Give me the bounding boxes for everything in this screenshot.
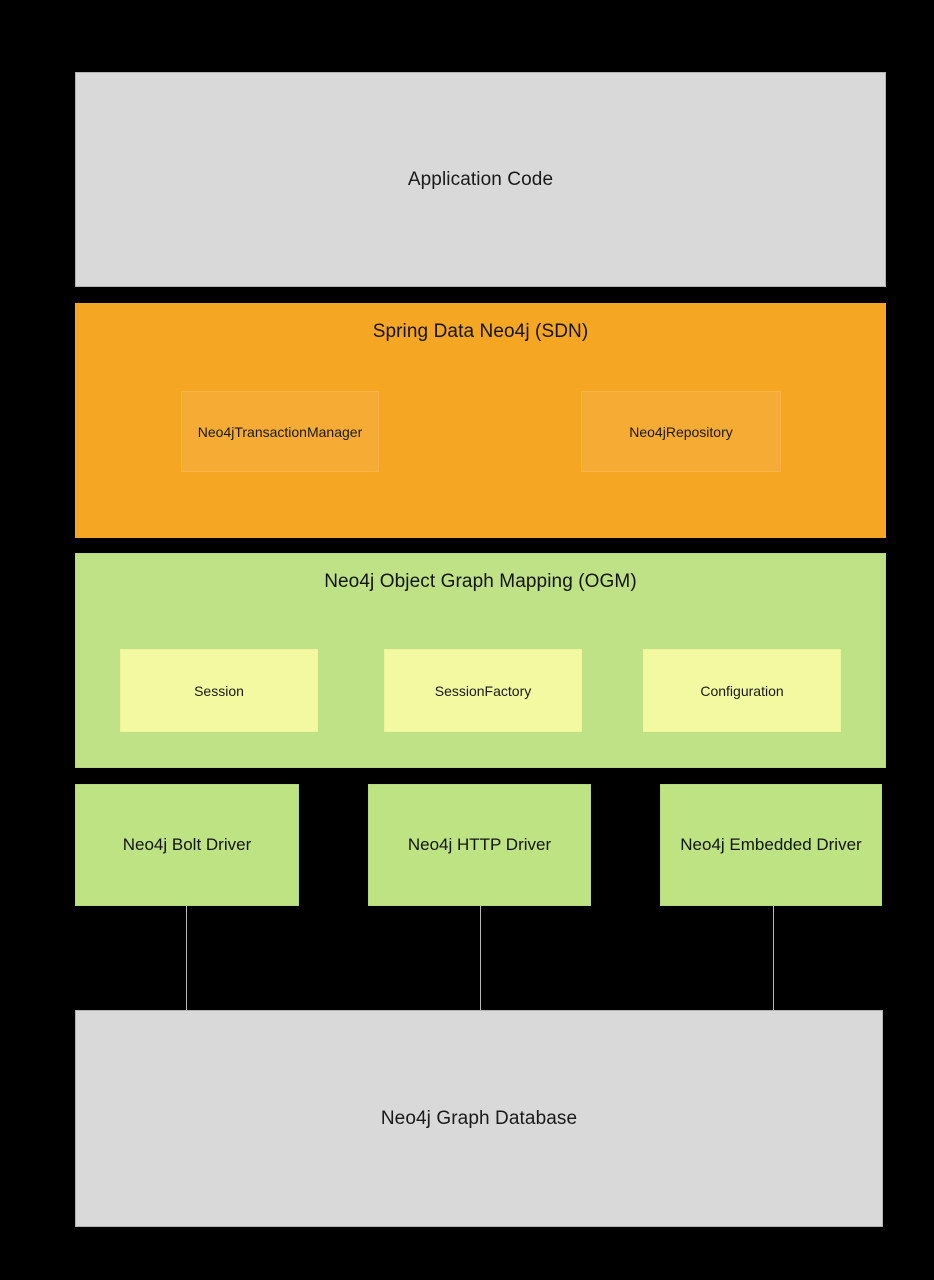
layer-neo4j-ogm[interactable]: Neo4j Object Graph Mapping (OGM) Session…: [75, 553, 886, 768]
component-neo4j-transaction-manager[interactable]: Neo4jTransactionManager: [181, 391, 379, 472]
driver-bolt[interactable]: Neo4j Bolt Driver: [75, 784, 299, 906]
layer-spring-data-neo4j[interactable]: Spring Data Neo4j (SDN) Neo4jTransaction…: [75, 303, 886, 538]
layer-application-code-label: Application Code: [407, 168, 554, 190]
connector-embedded-to-database: [773, 906, 774, 1011]
connector-bolt-to-database: [186, 906, 187, 1011]
driver-http[interactable]: Neo4j HTTP Driver: [368, 784, 591, 906]
driver-http-label: Neo4j HTTP Driver: [407, 835, 552, 854]
component-session-factory[interactable]: SessionFactory: [384, 649, 582, 732]
component-session-label: Session: [194, 682, 244, 699]
layer-application-code[interactable]: Application Code: [75, 72, 886, 287]
component-neo4j-repository-label: Neo4jRepository: [629, 423, 733, 440]
layer-neo4j-graph-database-label: Neo4j Graph Database: [380, 1107, 578, 1129]
component-neo4j-transaction-manager-label: Neo4jTransactionManager: [197, 423, 363, 440]
connector-http-to-database: [480, 906, 481, 1011]
layer-spring-data-neo4j-label: Spring Data Neo4j (SDN): [372, 321, 589, 342]
driver-bolt-label: Neo4j Bolt Driver: [122, 835, 252, 854]
driver-embedded[interactable]: Neo4j Embedded Driver: [660, 784, 882, 906]
component-session-factory-label: SessionFactory: [434, 682, 532, 699]
layer-neo4j-ogm-label: Neo4j Object Graph Mapping (OGM): [324, 571, 637, 592]
component-session[interactable]: Session: [120, 649, 318, 732]
component-configuration[interactable]: Configuration: [643, 649, 841, 732]
layer-neo4j-graph-database[interactable]: Neo4j Graph Database: [75, 1010, 883, 1227]
component-configuration-label: Configuration: [700, 682, 784, 699]
component-neo4j-repository[interactable]: Neo4jRepository: [581, 391, 781, 472]
driver-embedded-label: Neo4j Embedded Driver: [680, 835, 862, 854]
